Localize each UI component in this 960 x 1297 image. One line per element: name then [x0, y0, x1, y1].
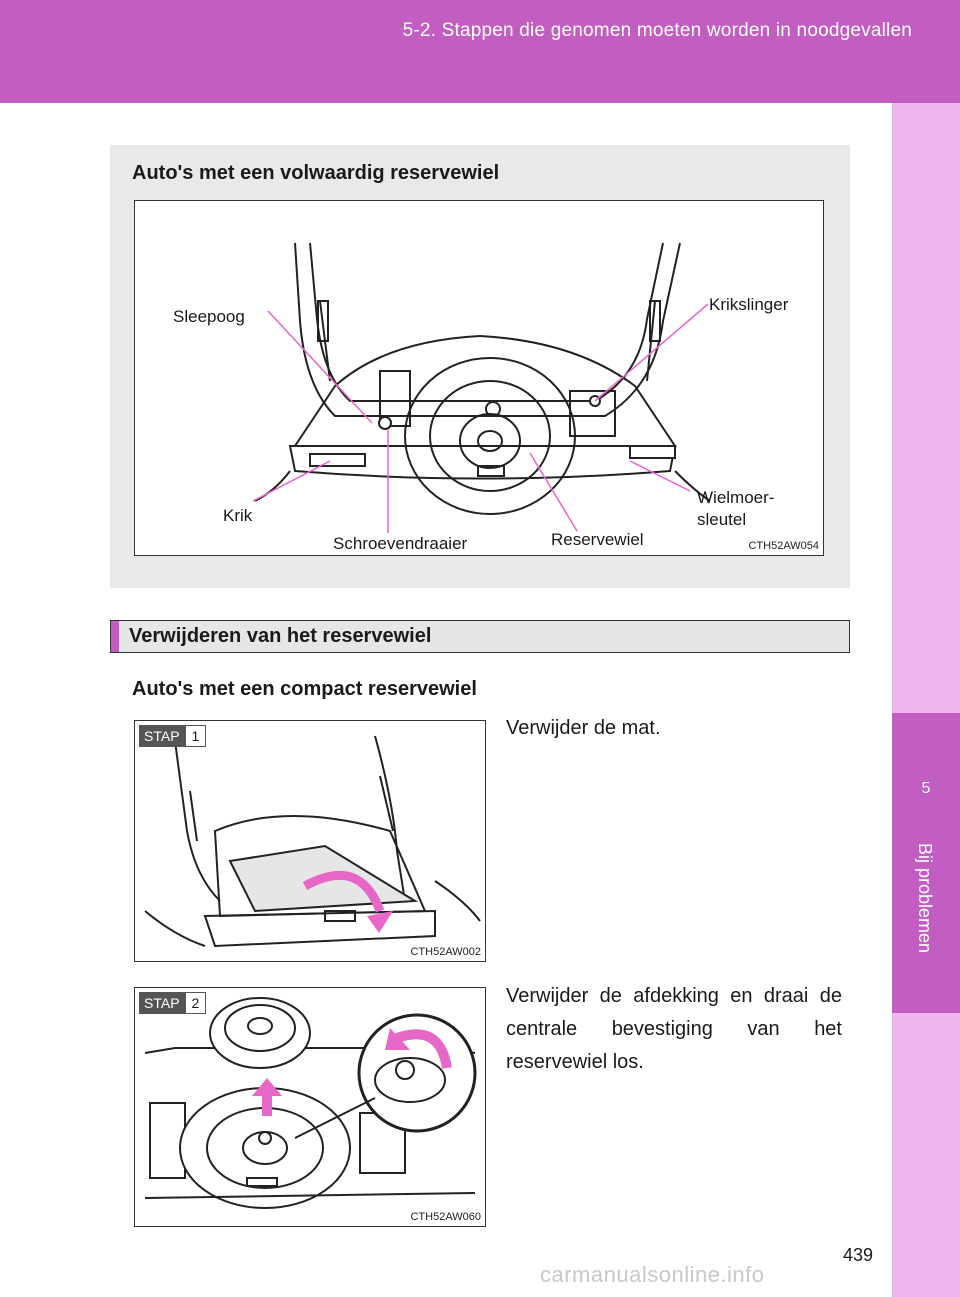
chapter-tab-active[interactable]: [892, 713, 960, 1013]
step-1-figure-code: CTH52AW002: [410, 946, 481, 958]
callout-wielmoer-line2: sleutel: [697, 510, 747, 529]
section-bar: Verwijderen van het reservewiel: [110, 620, 850, 653]
callout-reservewiel: Reservewiel: [551, 530, 644, 549]
step-2-word: STAP: [139, 992, 185, 1014]
step-2-number: 2: [184, 992, 207, 1014]
step-2-figure-code: CTH52AW060: [410, 1211, 481, 1223]
step-1-badge: STAP 1: [139, 725, 207, 747]
step-1-number: 1: [184, 725, 207, 747]
trunk-drawing: [252, 242, 711, 533]
page-number: 439: [843, 1245, 874, 1265]
callout-wielmoer-line1: Wielmoer-: [697, 488, 775, 507]
callout-sleepoog: Sleepoog: [173, 307, 245, 326]
section-breadcrumb: 5-2. Stappen die genomen moeten worden i…: [402, 20, 912, 41]
spare-wheel-removal-drawing: [144, 997, 477, 1209]
step-2-text: Verwijder de afdekking en draai de centr…: [506, 985, 842, 1073]
step-1-word: STAP: [139, 725, 185, 747]
chapter-label-text: Bij problemen: [915, 843, 935, 954]
step-2-illustration: STAP 2 CTH52AW060: [134, 987, 486, 1227]
chapter-label: Bij problemen: [892, 843, 960, 993]
trunk-illustration-full-spare: Sleepoog Krikslinger Wielmoer- sleutel K…: [134, 200, 824, 556]
callout-krik: Krik: [223, 506, 253, 525]
full-spare-heading: Auto's met een volwaardig reservewiel: [132, 162, 500, 184]
step-1-text: Verwijder de mat.: [506, 717, 661, 739]
chapter-side-tab: [892, 103, 960, 1297]
compact-spare-subheading: Auto's met een compact reservewiel: [132, 678, 477, 700]
page-header: 5-2. Stappen die genomen moeten worden i…: [0, 0, 960, 103]
step-2-badge: STAP 2: [139, 992, 207, 1014]
section-title: Verwijderen van het reservewiel: [129, 625, 432, 647]
trunk-mat-drawing: [144, 735, 481, 948]
figure-code: CTH52AW054: [748, 540, 819, 552]
watermark[interactable]: carmanualsonline.info: [540, 1262, 765, 1287]
step-1-illustration: STAP 1 CTH52AW002: [134, 720, 486, 962]
callout-krikslinger: Krikslinger: [709, 295, 789, 314]
chapter-number: 5: [921, 780, 931, 797]
callout-schroevendraaier: Schroevendraaier: [333, 534, 468, 553]
